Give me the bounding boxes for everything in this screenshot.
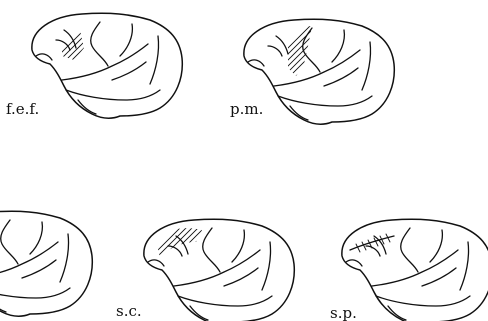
panel-label-sc: s.c. bbox=[116, 302, 142, 320]
panel-label-pm: p.m. bbox=[230, 100, 263, 118]
lesion-hatch-sc bbox=[152, 216, 246, 310]
panel-label-fef: f.e.f. bbox=[6, 100, 39, 118]
panel-label-sp: s.p. bbox=[330, 304, 357, 321]
brain-panel-sc: s.c. bbox=[116, 216, 294, 321]
brain-panel-unlabeled bbox=[0, 211, 92, 316]
brain-panel-fef: f.e.f. bbox=[6, 13, 182, 118]
lesion-hatch-sp bbox=[350, 234, 394, 252]
brain-panel-pm: p.m. bbox=[230, 19, 394, 124]
brain-panel-sp: s.p. bbox=[330, 219, 488, 321]
